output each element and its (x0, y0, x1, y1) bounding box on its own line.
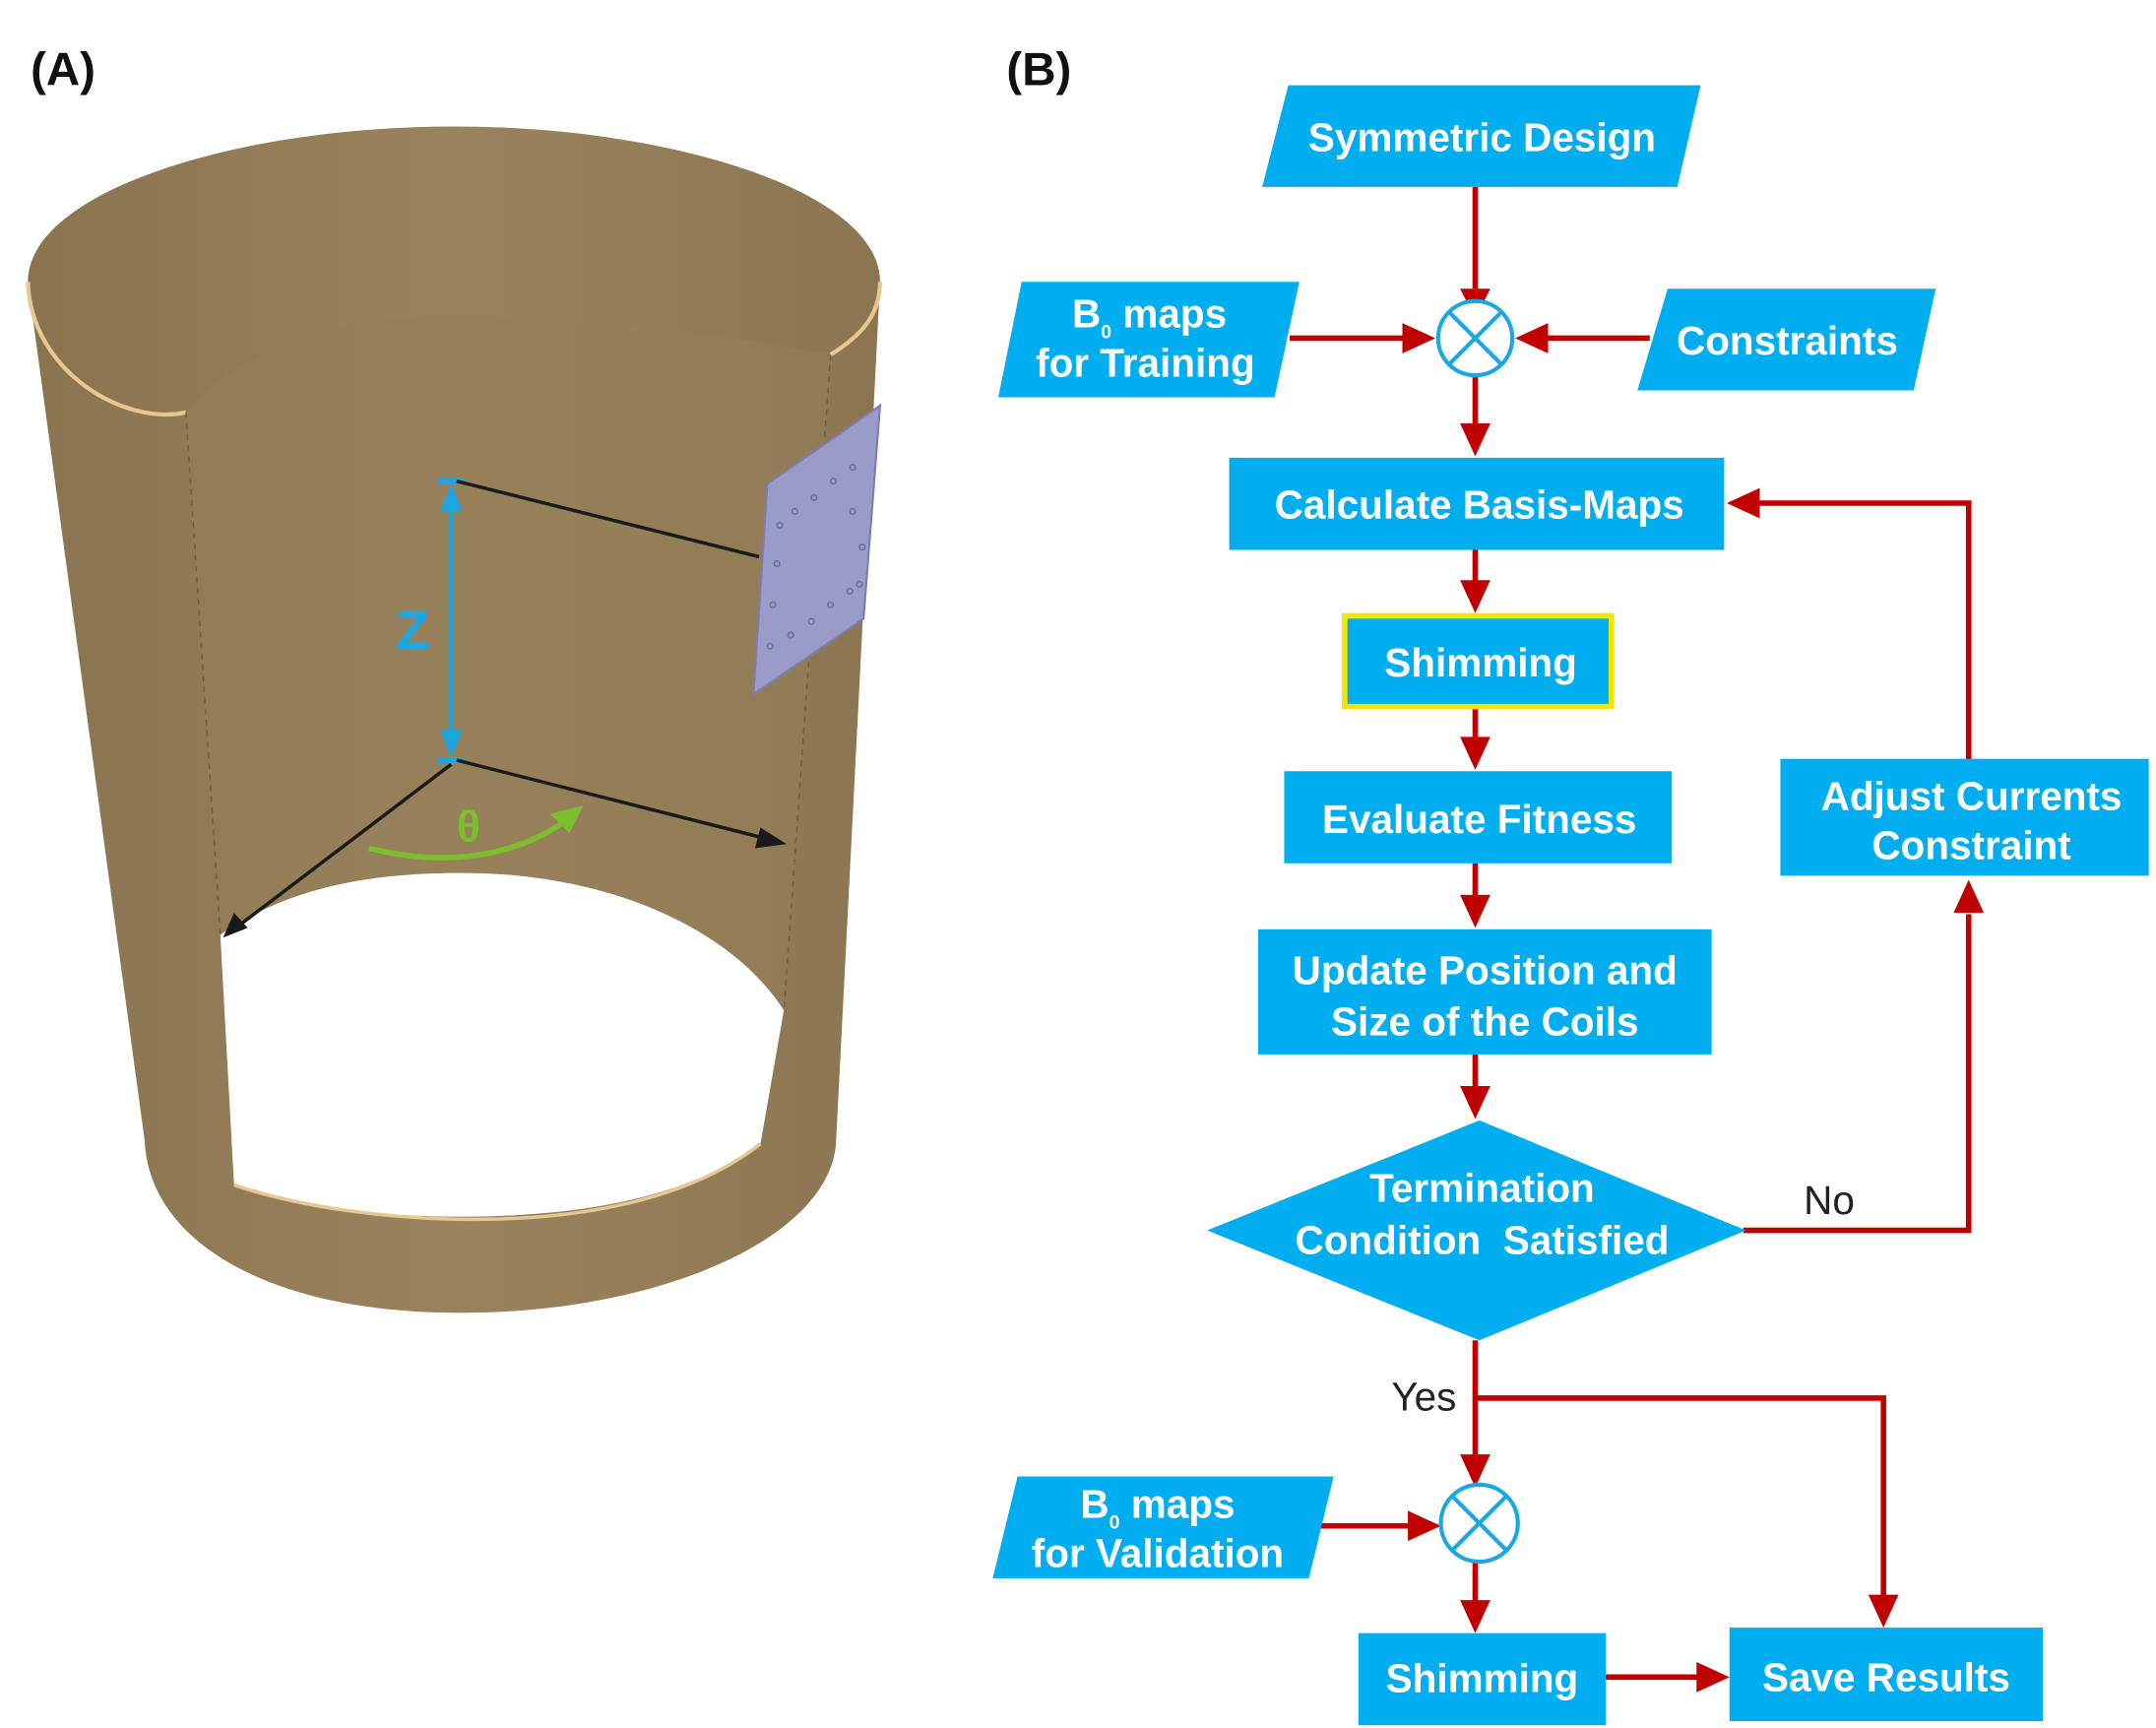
termination-line1: Termination (1369, 1165, 1595, 1210)
node-shimming-highlighted: Shimming (1342, 612, 1615, 710)
shimming-2-label: Shimming (1386, 1656, 1579, 1701)
adjust-currents-line2: Constraint (1871, 823, 2070, 868)
node-constraints: Constraints (1637, 288, 1936, 391)
radius-lines (222, 479, 788, 938)
summing-junction-icon (1435, 298, 1515, 378)
z-axis-label: Z (396, 599, 429, 661)
cylinder-illustration: Z θ (26, 126, 883, 1313)
cylinder-top-rim-right (829, 282, 883, 356)
node-save-results: Save Results (1729, 1628, 2044, 1722)
flowchart: Symmetric Design B0 maps for Training Co… (992, 85, 2149, 1726)
b0-validation-line2: for Validation (1032, 1531, 1284, 1576)
constraints-label: Constraints (1677, 318, 1898, 363)
node-calculate-basis-maps: Calculate Basis-Maps (1229, 457, 1725, 550)
node-b0-validation: B0 maps for Validation (992, 1476, 1334, 1578)
node-update-position: Update Position and Size of the Coils (1257, 928, 1712, 1055)
coil-patch (752, 403, 882, 697)
node-symmetric-design: Symmetric Design (1262, 85, 1701, 187)
b0-training-line1: B0 maps (1072, 290, 1227, 343)
evaluate-fitness-label: Evaluate Fitness (1322, 797, 1636, 842)
calculate-basis-label: Calculate Basis-Maps (1275, 481, 1684, 527)
panel-a-label: (A) (31, 44, 95, 96)
b0-training-line2: for Training (1036, 341, 1255, 386)
node-shimming-validation: Shimming (1358, 1632, 1607, 1726)
adjust-currents-line1: Adjust Currents (1821, 773, 2123, 818)
yes-label: Yes (1391, 1374, 1456, 1419)
cylinder-window (220, 872, 785, 1217)
update-position-line2: Size of the Coils (1331, 998, 1639, 1044)
termination-line2: Condition Satisfied (1296, 1217, 1670, 1262)
summing-junction-icon (1438, 1482, 1520, 1565)
update-position-line1: Update Position and (1293, 948, 1678, 993)
no-label: No (1804, 1178, 1855, 1223)
cylinder-top-rim (26, 282, 187, 417)
node-adjust-currents: Adjust Currents Constraint (1780, 758, 2149, 876)
b0-validation-line1: B0 maps (1080, 1481, 1235, 1533)
symmetric-design-label: Symmetric Design (1308, 115, 1656, 160)
arrowheads (1402, 288, 1985, 1693)
node-b0-training: B0 maps for Training (998, 282, 1300, 398)
node-termination-condition: Termination Condition Satisfied (1207, 1120, 1746, 1341)
panel-b-label: (B) (1006, 44, 1071, 96)
node-evaluate-fitness: Evaluate Fitness (1284, 771, 1673, 864)
window-rim (233, 1142, 762, 1222)
save-results-label: Save Results (1762, 1654, 2010, 1699)
theta-label: θ (457, 802, 480, 851)
cylinder-inner-wall (185, 316, 831, 1011)
theta-arrow (367, 805, 584, 861)
shimming-1-label: Shimming (1384, 640, 1577, 685)
